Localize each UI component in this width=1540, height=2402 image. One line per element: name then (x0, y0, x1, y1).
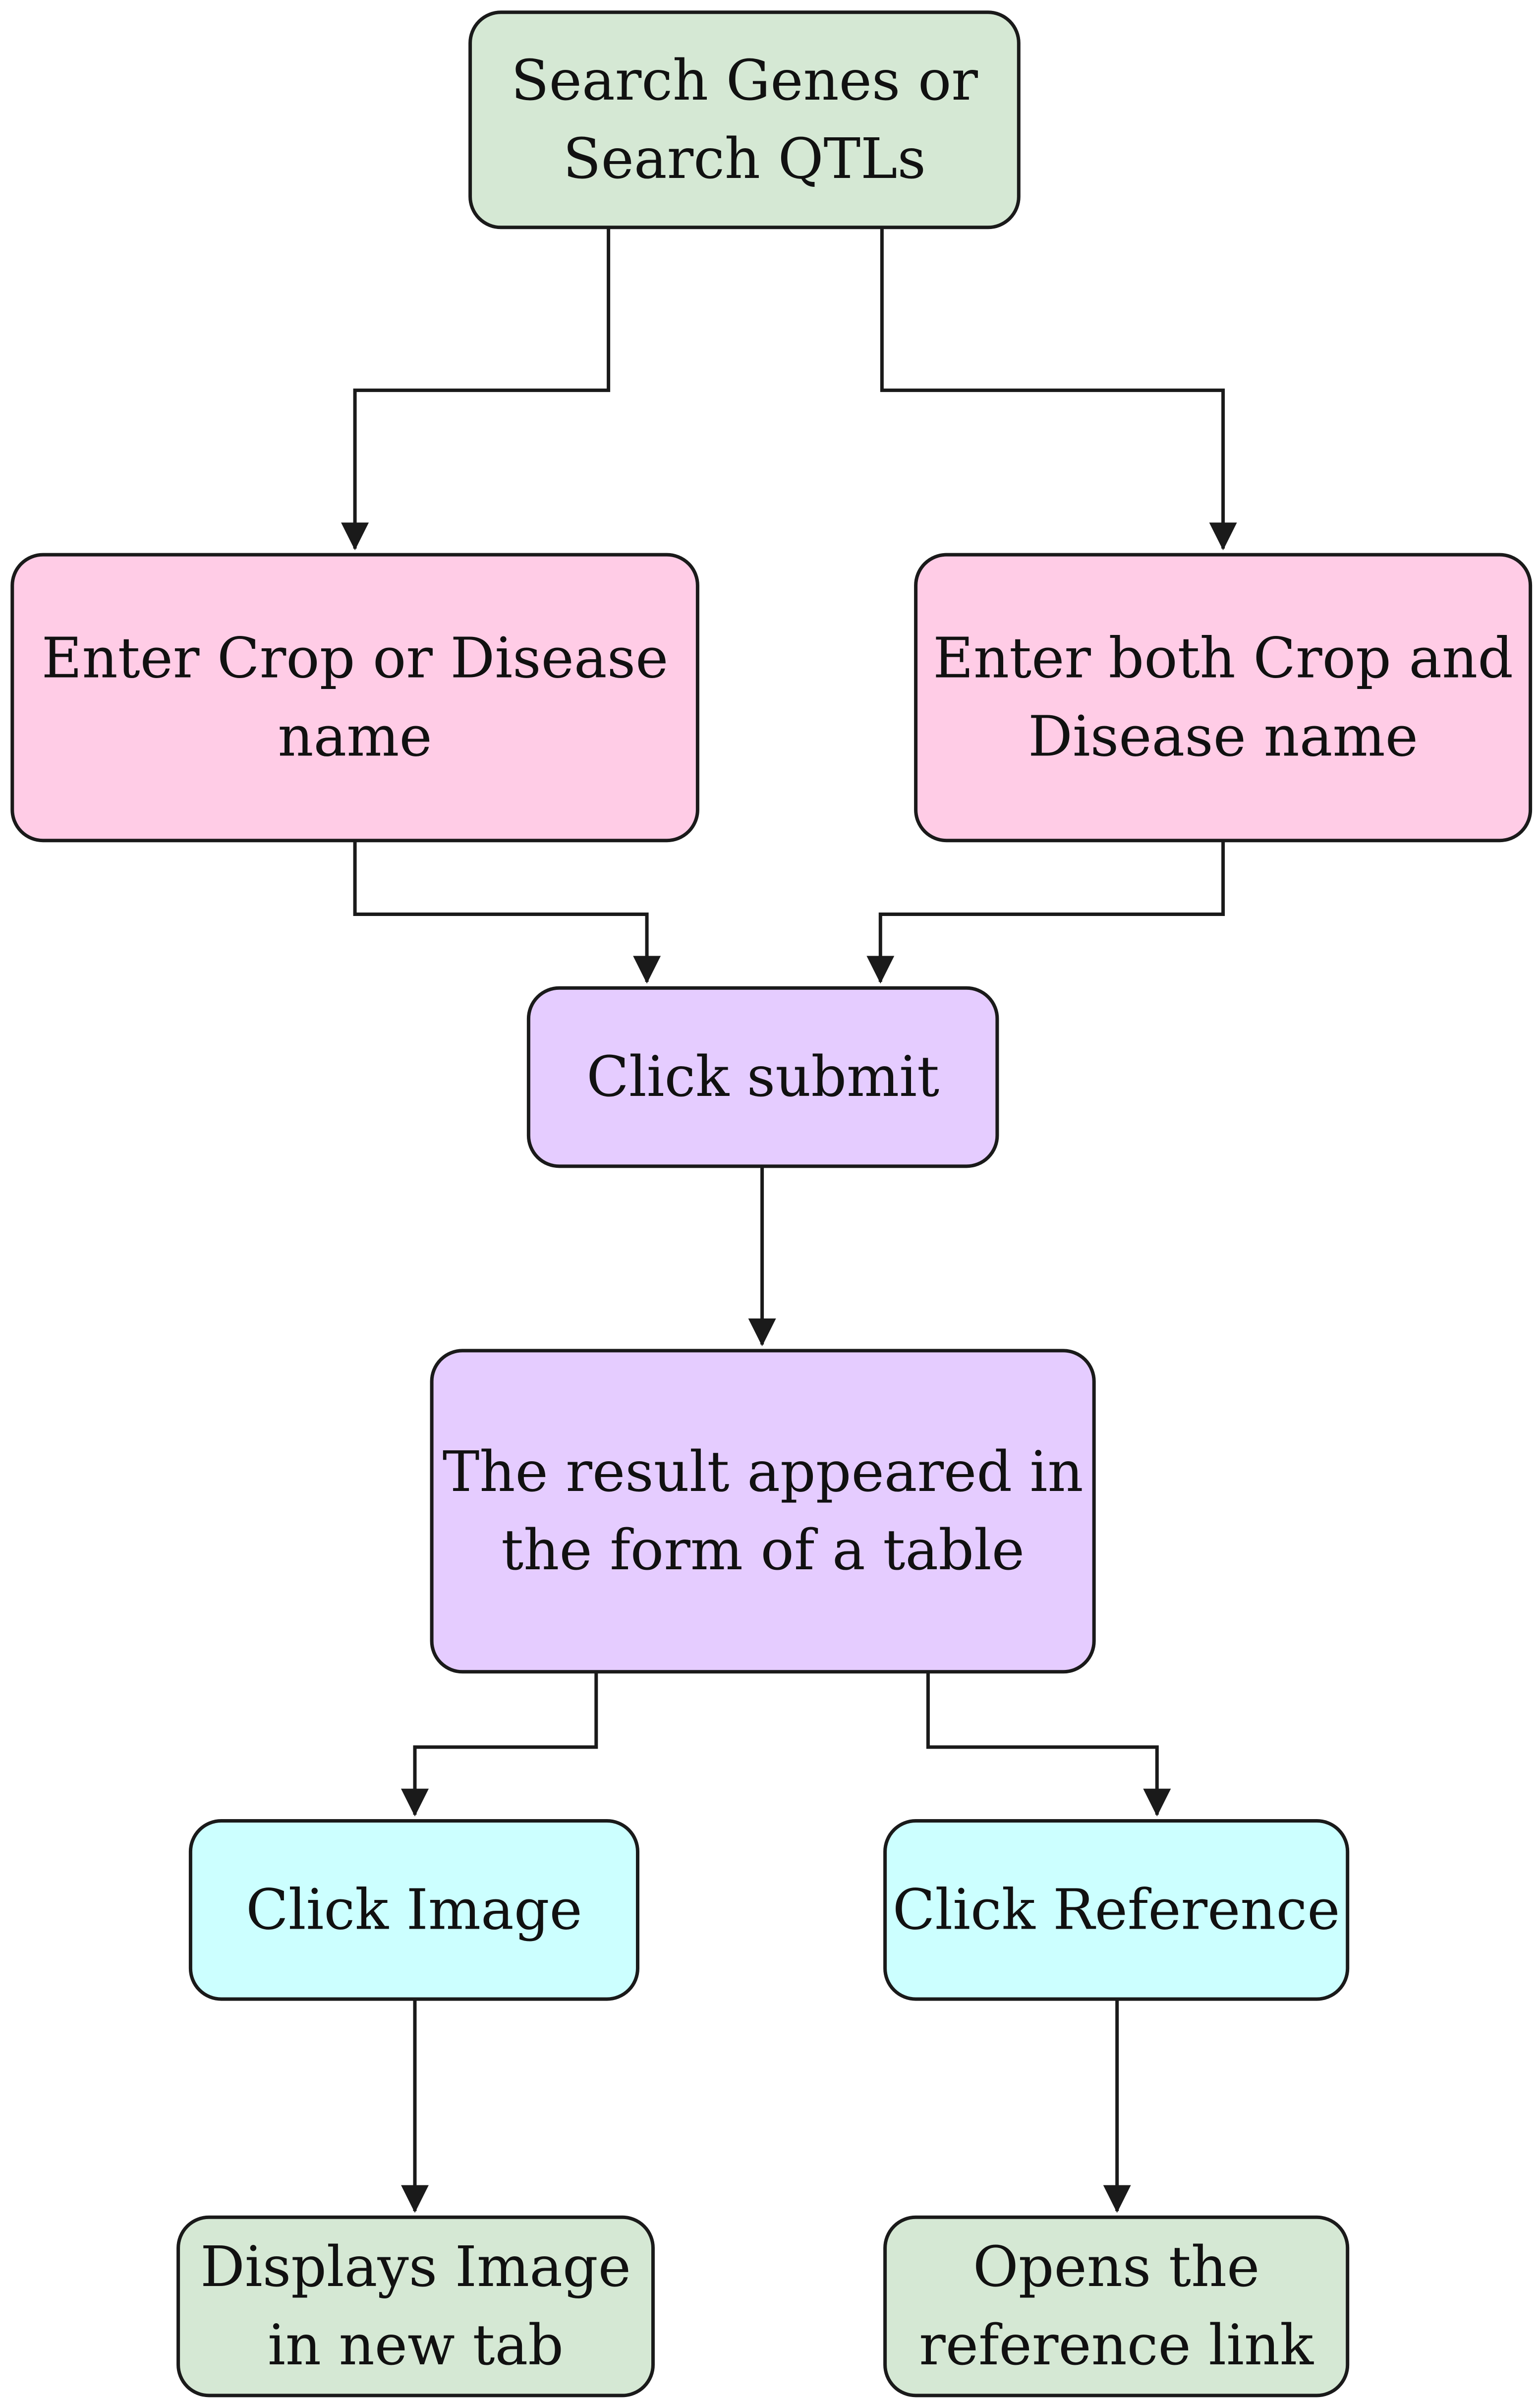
node-label-click-image-line-1: Click Image (246, 1878, 582, 1942)
node-box-click-submit (526, 986, 999, 1168)
node-label-opens-reference-line-2: reference link (919, 2313, 1314, 2378)
node-displays-image: Displays Image in new tab (176, 2215, 655, 2398)
node-box-enter-crop-or-disease (10, 553, 699, 843)
node-label-search-genes-or-qtls-line-2: Search QTLs (563, 127, 926, 191)
arrow-search-genes-or-qtls-to-enter-crop-or-disease (341, 227, 611, 551)
node-label-result-table-line-2: the form of a table (501, 1518, 1025, 1583)
node-label-enter-both-crop-and-disease-line-1: Enter both Crop and (933, 626, 1513, 690)
arrow-search-genes-or-qtls-to-enter-both-crop-and-disease (880, 227, 1237, 551)
arrow-result-table-to-click-image (401, 1671, 598, 1817)
arrow-enter-crop-or-disease-to-click-submit (353, 840, 661, 984)
node-box-click-image (188, 1819, 639, 2001)
node-opens-reference: Opens the reference link (883, 2215, 1350, 2398)
node-box-click-reference (883, 1819, 1350, 2001)
node-box-opens-reference (883, 2215, 1350, 2398)
node-click-image: Click Image (188, 1819, 639, 2001)
node-label-click-submit-line-1: Click submit (586, 1045, 939, 1109)
node-label-search-genes-or-qtls-line-1: Search Genes or (511, 49, 978, 113)
arrow-result-table-to-click-reference (926, 1671, 1171, 1817)
node-box-result-table (430, 1349, 1096, 1674)
node-click-reference: Click Reference (883, 1819, 1350, 2001)
node-label-result-table-line-1: The result appeared in (443, 1440, 1084, 1504)
node-label-displays-image-line-1: Displays Image (200, 2235, 631, 2299)
node-label-enter-both-crop-and-disease-line-2: Disease name (1028, 704, 1418, 769)
node-enter-crop-or-disease: Enter Crop or Disease name (10, 553, 699, 843)
node-result-table: The result appeared in the form of a tabl… (430, 1349, 1096, 1674)
node-label-enter-crop-or-disease-line-2: name (278, 704, 432, 769)
node-box-enter-both-crop-and-disease (914, 553, 1533, 843)
node-label-enter-crop-or-disease-line-1: Enter Crop or Disease (42, 626, 669, 690)
node-label-click-reference-line-1: Click Reference (893, 1878, 1340, 1942)
arrow-enter-both-crop-and-disease-to-click-submit (866, 840, 1225, 984)
edges-layer (341, 227, 1237, 2213)
node-label-displays-image-line-2: in new tab (268, 2313, 564, 2378)
node-click-submit: Click submit (526, 986, 999, 1168)
node-box-displays-image (176, 2215, 655, 2398)
node-label-opens-reference-line-1: Opens the (973, 2235, 1259, 2299)
node-search-genes-or-qtls: Search Genes or Search QTLs (468, 10, 1021, 229)
node-box-search-genes-or-qtls (468, 10, 1021, 229)
